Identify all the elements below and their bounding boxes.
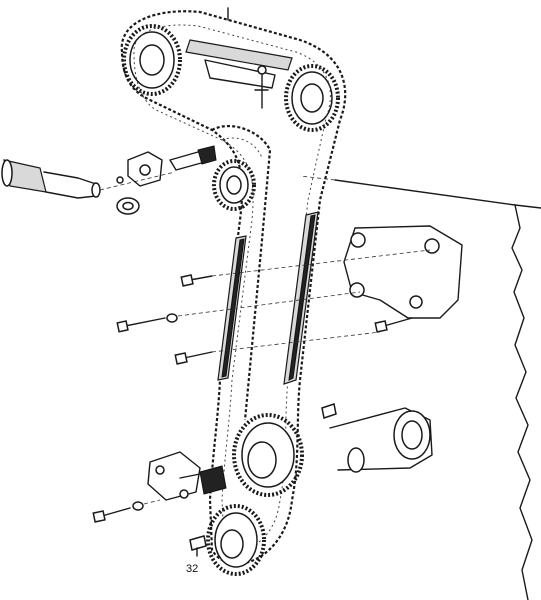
washer (116, 197, 140, 215)
upper-chain-guide (185, 39, 293, 109)
crankshaft-sprocket-lower (206, 504, 266, 576)
guide-bolt-1 (180, 249, 431, 287)
guide-bolt-3 (174, 331, 381, 365)
bracket-bolt (374, 317, 413, 333)
lower-tensioner (147, 451, 227, 501)
lower-bolt (92, 499, 161, 523)
mounting-bracket (343, 225, 463, 319)
guide-bolt-2 (116, 291, 361, 333)
callout-32: 32 (186, 563, 199, 575)
intermediate-shaft (329, 407, 433, 473)
woodruff-key (189, 535, 207, 557)
shaft-key (321, 403, 337, 419)
left-chain-guide (217, 235, 247, 381)
engine-block-outline (299, 175, 541, 600)
camshaft-sprocket-right (284, 64, 340, 132)
tensioner-plunger (1, 159, 176, 199)
crankshaft-sprocket-upper (232, 413, 304, 497)
tensioner-bracket (116, 145, 217, 187)
camshaft-sprocket-left (122, 24, 182, 96)
idler-sprocket (212, 159, 256, 211)
timing-chain (120, 10, 347, 565)
right-chain-guide (283, 211, 319, 385)
